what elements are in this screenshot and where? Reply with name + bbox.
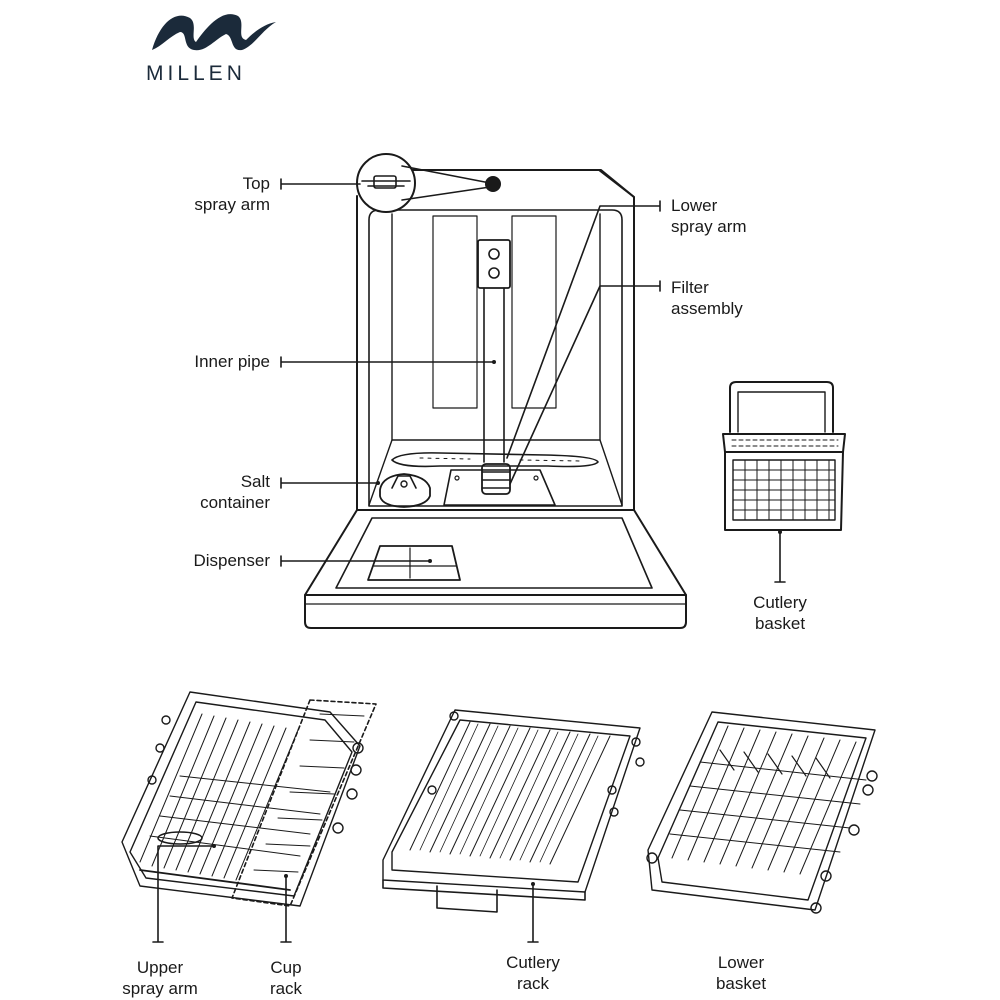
label-upper-spray-arm: Upper spray arm [122, 958, 198, 998]
door [304, 509, 687, 629]
lower-basket-drawing [646, 711, 878, 914]
filter-assembly [443, 463, 556, 506]
salt-container [379, 473, 431, 508]
top-spray-arm-detail [356, 153, 501, 213]
wave-logo-icon [152, 14, 276, 51]
label-dispenser: Dispenser [193, 551, 270, 570]
cutlery-basket-drawing [722, 381, 846, 531]
inner-pipe [477, 239, 511, 463]
dispenser [367, 545, 461, 581]
label-cutlery-basket: Cutlery basket [753, 593, 807, 633]
leader-lines [152, 178, 786, 943]
label-filter-assembly: Filter assembly [671, 278, 743, 318]
label-cup-rack: Cup rack [269, 958, 303, 998]
label-lower-spray-arm: Lower spray arm [671, 196, 747, 236]
label-salt-container: Salt container [200, 472, 270, 512]
label-top-spray-arm: Top spray arm [194, 174, 270, 214]
label-inner-pipe: Inner pipe [194, 352, 270, 371]
dishwasher-body [356, 169, 635, 511]
cutlery-rack-drawing [382, 709, 645, 913]
label-cutlery-rack: Cutlery rack [506, 953, 560, 993]
label-lower-basket: Lower basket [715, 953, 767, 993]
lower-spray-arm [391, 452, 599, 468]
brand-name: MILLEN [146, 62, 246, 85]
upper-rack-drawing [121, 691, 377, 907]
